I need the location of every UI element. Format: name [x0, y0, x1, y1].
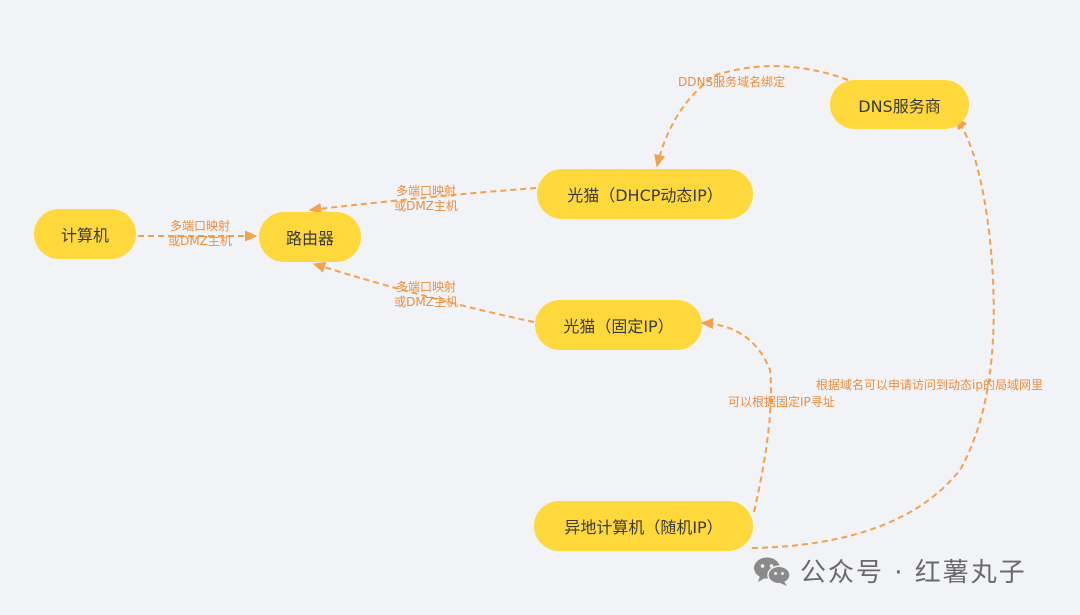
node-remote-computer[interactable]: 异地计算机（随机IP） — [534, 501, 753, 551]
node-dns-provider[interactable]: DNS服务商 — [830, 80, 969, 129]
edge-label-remote-static-text: 可以根据固定IP寻址 — [728, 395, 835, 409]
edge-label-static-router: 多端口映射 或DMZ主机 — [381, 280, 471, 310]
watermark: 公众号 · 红薯丸子 — [752, 552, 1027, 589]
node-modem-static[interactable]: 光猫（固定IP） — [535, 300, 702, 350]
node-remote-computer-label: 异地计算机（随机IP） — [564, 518, 723, 537]
node-router[interactable]: 路由器 — [259, 212, 361, 262]
edge-label-remote-static: 可以根据固定IP寻址 — [728, 395, 835, 410]
node-computer-label: 计算机 — [60, 226, 109, 245]
edge-remote-static — [700, 317, 772, 513]
edge-label-dns-dhcp: DDNS服务域名绑定 — [678, 75, 785, 90]
edge-label-computer-router-line2: 或DMZ主机 — [168, 234, 232, 248]
edge-label-dhcp-router-line1: 多端口映射 — [395, 184, 456, 198]
node-modem-dhcp[interactable]: 光猫（DHCP动态IP） — [537, 169, 753, 219]
node-modem-dhcp-label: 光猫（DHCP动态IP） — [567, 186, 723, 205]
edge-label-remote-dns: 根据域名可以申请访问到动态ip的局域网里 — [816, 378, 1043, 393]
edge-label-dhcp-router: 多端口映射 或DMZ主机 — [381, 184, 471, 214]
edge-label-dhcp-router-line2: 或DMZ主机 — [394, 199, 458, 213]
edge-label-static-router-line1: 多端口映射 — [395, 280, 456, 294]
edge-label-computer-router: 多端口映射 或DMZ主机 — [155, 219, 245, 249]
edge-label-remote-dns-text: 根据域名可以申请访问到动态ip的局域网里 — [816, 378, 1043, 392]
edge-label-computer-router-line1: 多端口映射 — [169, 219, 230, 233]
edge-dns-dhcp — [654, 65, 849, 168]
edge-label-static-router-line2: 或DMZ主机 — [394, 295, 458, 309]
wechat-icon — [754, 557, 791, 586]
node-router-label: 路由器 — [285, 229, 334, 248]
edge-label-dns-dhcp-text: DDNS服务域名绑定 — [678, 75, 786, 89]
edge-static-router — [312, 261, 535, 323]
edge-remote-dns — [751, 116, 995, 549]
node-modem-static-label: 光猫（固定IP） — [563, 317, 674, 336]
watermark-text: 公众号 · 红薯丸子 — [800, 558, 1027, 588]
node-dns-provider-label: DNS服务商 — [858, 96, 941, 116]
node-computer[interactable]: 计算机 — [34, 209, 136, 259]
